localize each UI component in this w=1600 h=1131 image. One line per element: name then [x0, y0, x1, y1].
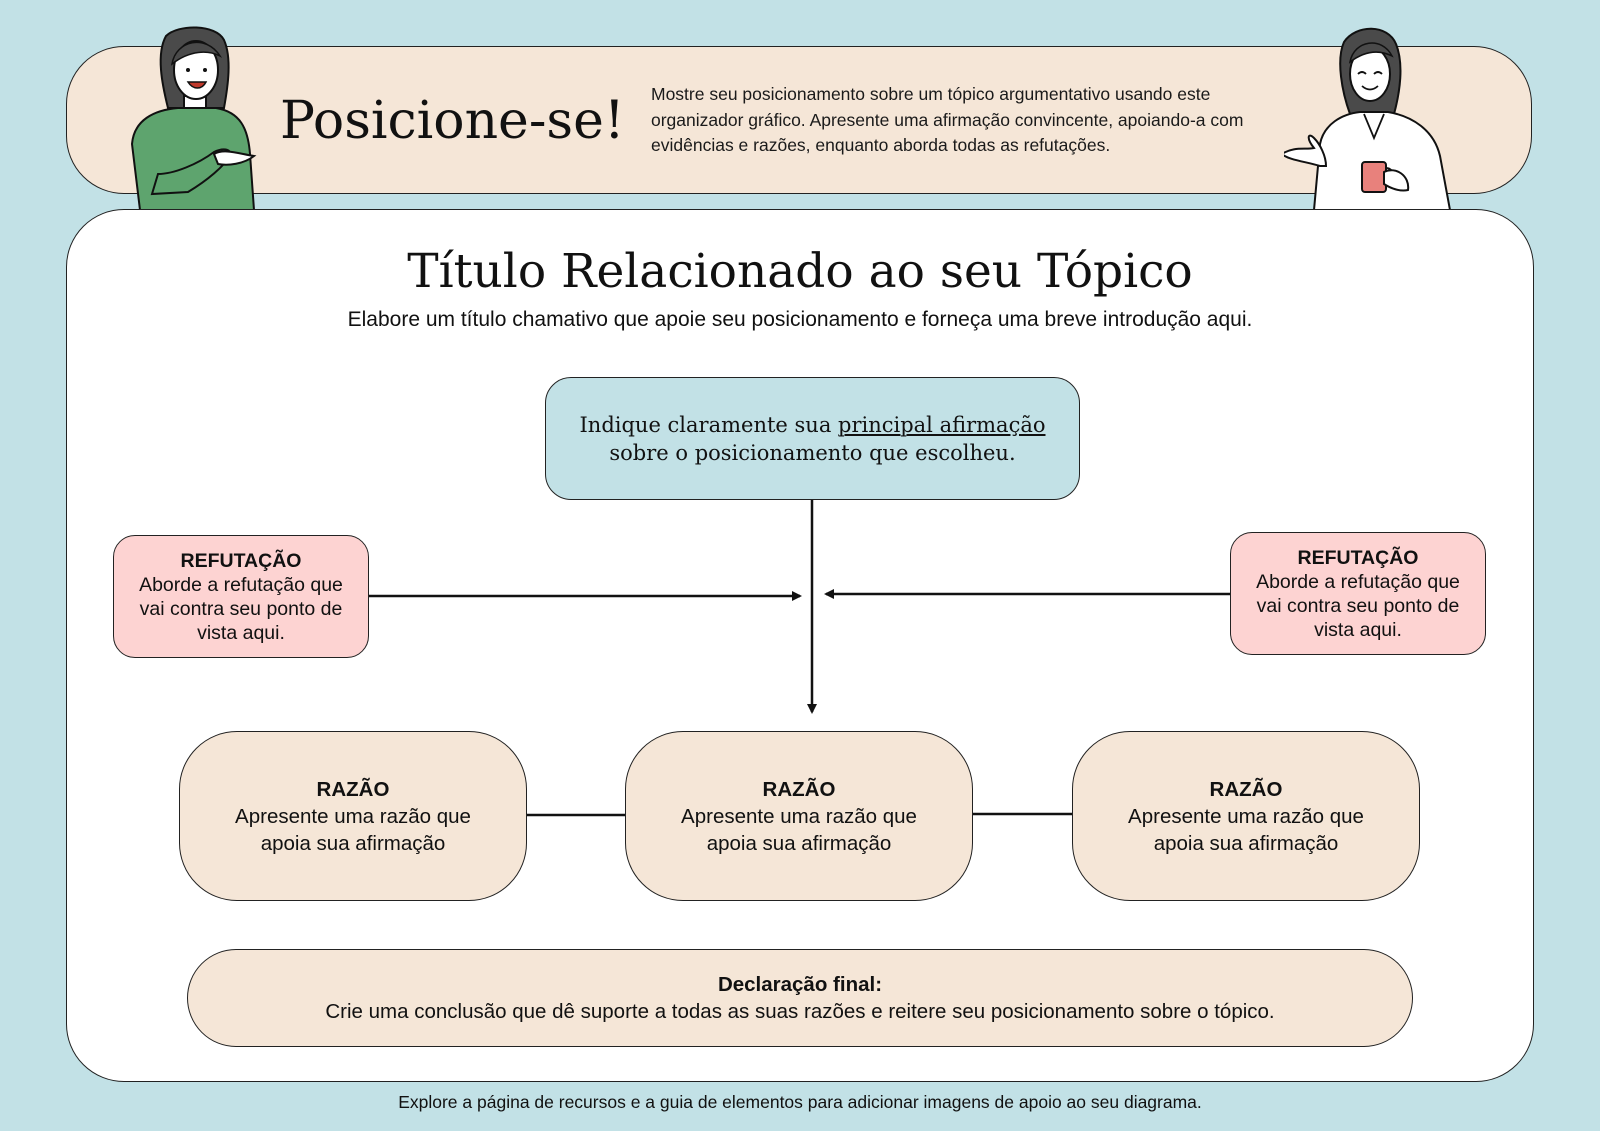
- reason-text: Apresente uma razão que apoia sua afirma…: [235, 804, 471, 855]
- topic-subtitle: Elabore um título chamativo que apoie se…: [347, 308, 1253, 331]
- refutation-text: Aborde a refutação que vai contra seu po…: [139, 573, 343, 644]
- refutation-box-right: REFUTAÇÃO Aborde a refutação que vai con…: [1230, 532, 1486, 655]
- refutation-box-left: REFUTAÇÃO Aborde a refutação que vai con…: [113, 535, 369, 658]
- reason-box-1: RAZÃO Apresente uma razão que apoia sua …: [179, 731, 527, 901]
- reason-label: RAZÃO: [762, 777, 836, 801]
- final-statement-text: Crie uma conclusão que dê suporte a toda…: [325, 1000, 1275, 1023]
- claim-text-start: Indique claramente sua: [579, 412, 839, 437]
- reason-label: RAZÃO: [316, 777, 390, 801]
- reason-box-3: RAZÃO Apresente uma razão que apoia sua …: [1072, 731, 1420, 901]
- refutation-label: REFUTAÇÃO: [180, 549, 302, 572]
- main-claim-box: Indique claramente sua principal afirmaç…: [545, 377, 1080, 500]
- final-statement-label: Declaração final:: [717, 973, 883, 996]
- reason-text: Apresente uma razão que apoia sua afirma…: [681, 804, 917, 855]
- page-title: Posicione-se!: [280, 91, 625, 151]
- refutation-text: Aborde a refutação que vai contra seu po…: [1256, 570, 1460, 641]
- claim-line-1: Indique claramente sua principal afirmaç…: [580, 411, 1046, 439]
- claim-underlined-text: principal afirmação: [838, 412, 1046, 437]
- topic-title: Título Relacionado ao seu Tópico: [407, 244, 1193, 299]
- header-banner: [66, 46, 1532, 194]
- footer-note: Explore a página de recursos e a guia de…: [398, 1092, 1202, 1112]
- refutation-label: REFUTAÇÃO: [1297, 546, 1419, 569]
- final-statement-box: Declaração final: Crie uma conclusão que…: [187, 949, 1413, 1047]
- header-description: Mostre seu posicionamento sobre um tópic…: [651, 84, 1244, 155]
- reason-label: RAZÃO: [1209, 777, 1283, 801]
- reason-box-2: RAZÃO Apresente uma razão que apoia sua …: [625, 731, 973, 901]
- claim-line-2: sobre o posicionamento que escolheu.: [609, 440, 1016, 465]
- reason-text: Apresente uma razão que apoia sua afirma…: [1128, 804, 1364, 855]
